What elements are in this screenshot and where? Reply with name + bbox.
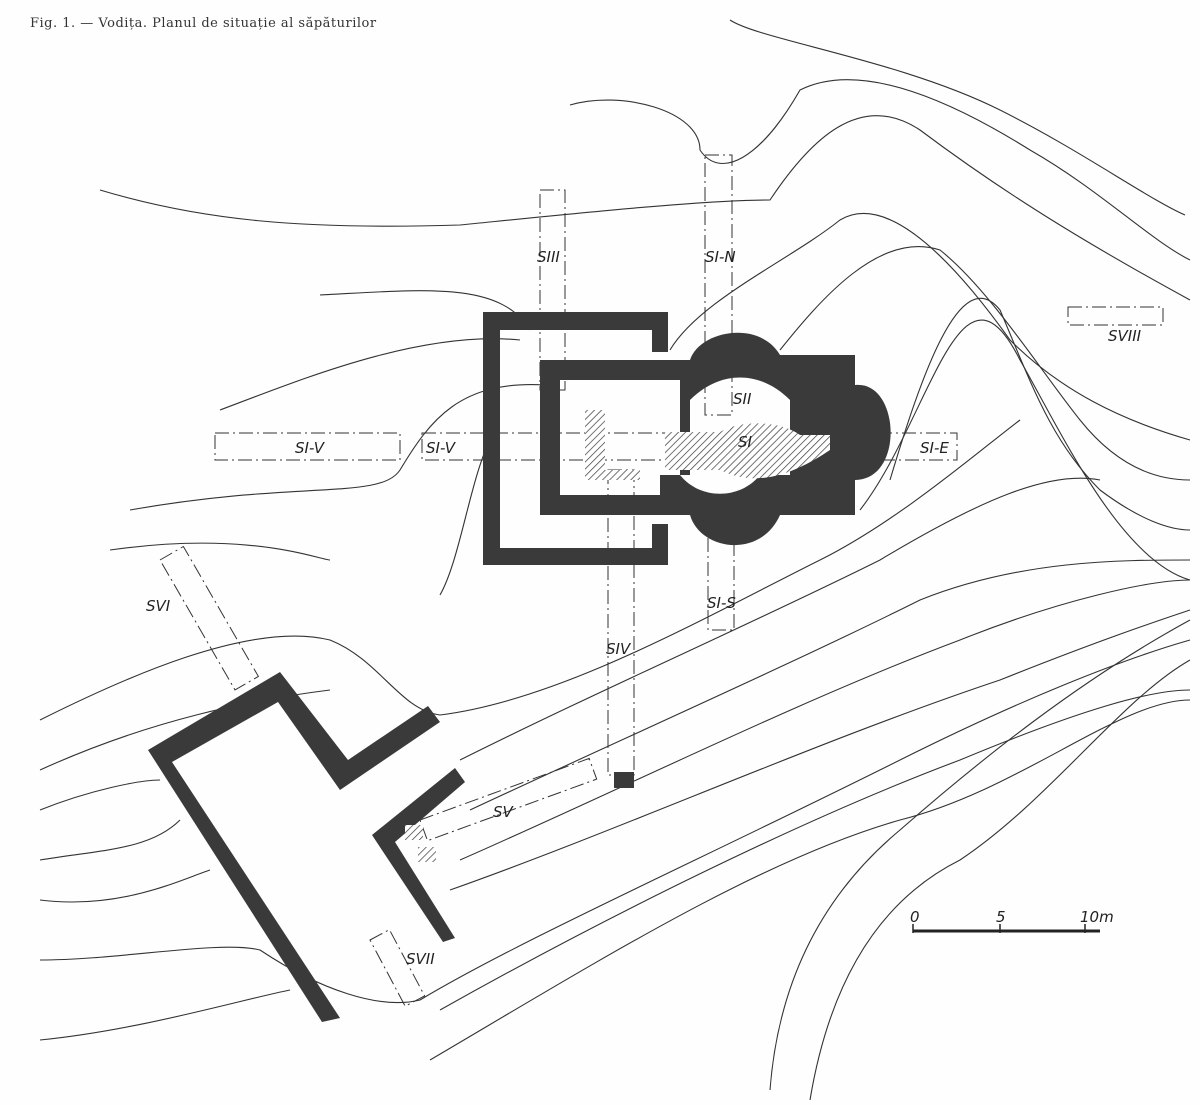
label-s1-n: SI-N <box>705 248 736 266</box>
label-s1: SI <box>738 433 753 451</box>
trenches <box>159 154 1164 1007</box>
label-s8: SVIII <box>1108 327 1142 345</box>
label-s1-e: SI-E <box>920 439 949 457</box>
label-s1-v-outer: SI-V <box>295 439 326 457</box>
label-s7: SVII <box>406 950 435 968</box>
figure-caption: Fig. 1. — Vodița. Planul de situație al … <box>30 16 377 31</box>
church-walls <box>483 312 891 788</box>
label-s4: SIV <box>606 640 632 658</box>
label-s1-v-inner: SI-V <box>426 439 457 457</box>
building-walls-southwest <box>148 672 465 1022</box>
label-s5: SV <box>493 803 515 821</box>
scale-0: 0 <box>910 908 920 926</box>
label-s3: SIII <box>537 248 560 266</box>
scale-bar: 0 5 10m <box>910 908 1114 933</box>
scale-10m: 10m <box>1080 908 1114 926</box>
trench-labels: SI-V SI-V SIII SI-N SII SI SI-E SI-S SIV… <box>146 248 1142 968</box>
scale-5: 5 <box>996 908 1006 926</box>
label-s2: SII <box>733 390 752 408</box>
label-s6: SVI <box>146 597 171 615</box>
label-s1-s: SI-S <box>707 594 736 612</box>
